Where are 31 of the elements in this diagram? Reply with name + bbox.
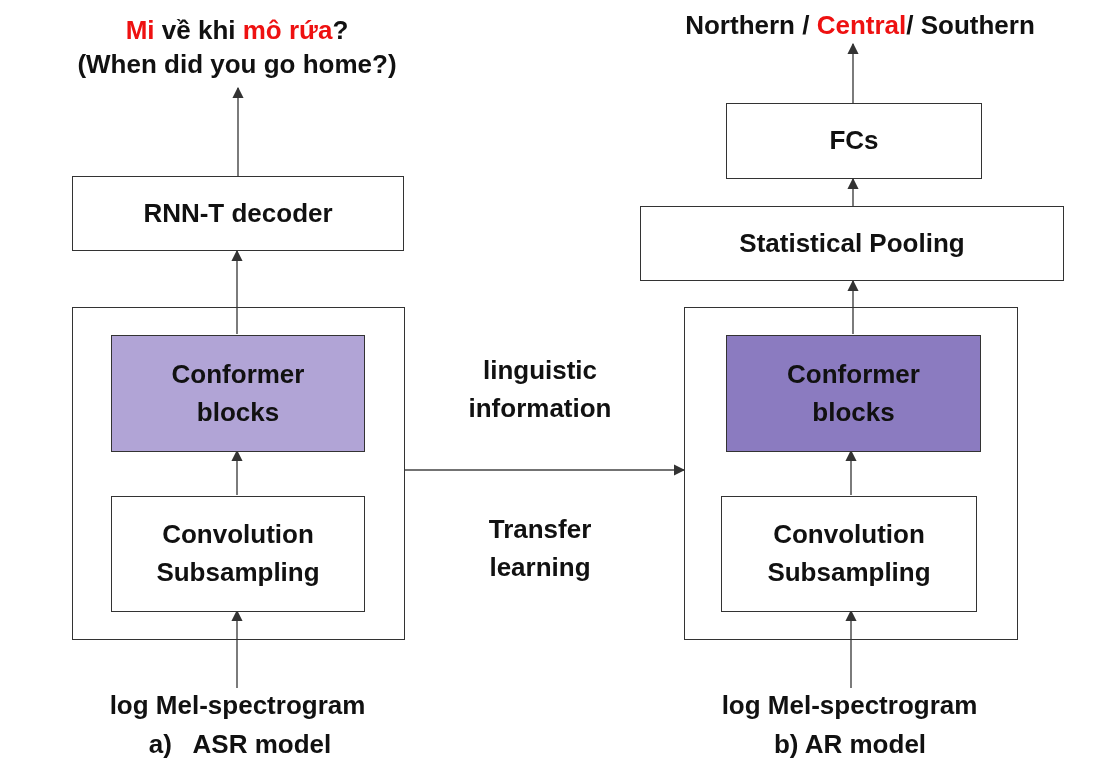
output-label: Mi về khi mô rứa? (125, 14, 349, 48)
process-box (72, 176, 404, 251)
arrow (847, 279, 859, 335)
model-frame (72, 307, 405, 640)
annotation-text: Transfer learning (487, 513, 593, 584)
process-box (111, 335, 365, 452)
box-label: Convolution Subsampling (155, 518, 321, 589)
box-label: RNN-T decoder (142, 196, 334, 230)
input-label: log Mel-spectrogram (721, 689, 978, 723)
process-box (640, 206, 1064, 281)
box-label: Convolution Subsampling (766, 518, 932, 589)
translation-text: (When did you go home?) (77, 48, 397, 81)
caption-text: a) ASR model (147, 728, 333, 761)
arrow (847, 42, 859, 104)
process-box (726, 103, 982, 179)
process-box (111, 496, 365, 612)
model-frame (684, 307, 1018, 640)
box-label: Conformer blocks (786, 357, 921, 429)
arrow (232, 86, 244, 177)
box-label: Statistical Pooling (738, 226, 966, 260)
annotation-text: linguistic information (467, 354, 613, 425)
arrow (847, 177, 859, 207)
arrow (231, 249, 243, 335)
input-label: log Mel-spectrogram (109, 689, 366, 723)
box-label: Conformer blocks (170, 357, 306, 429)
process-box (726, 335, 981, 452)
output-label: Northern / Central/ Southern (685, 9, 1035, 43)
box-label: FCs (828, 124, 880, 158)
caption-text: b) AR model (772, 728, 928, 761)
process-box (721, 496, 977, 612)
arrow (404, 464, 686, 476)
